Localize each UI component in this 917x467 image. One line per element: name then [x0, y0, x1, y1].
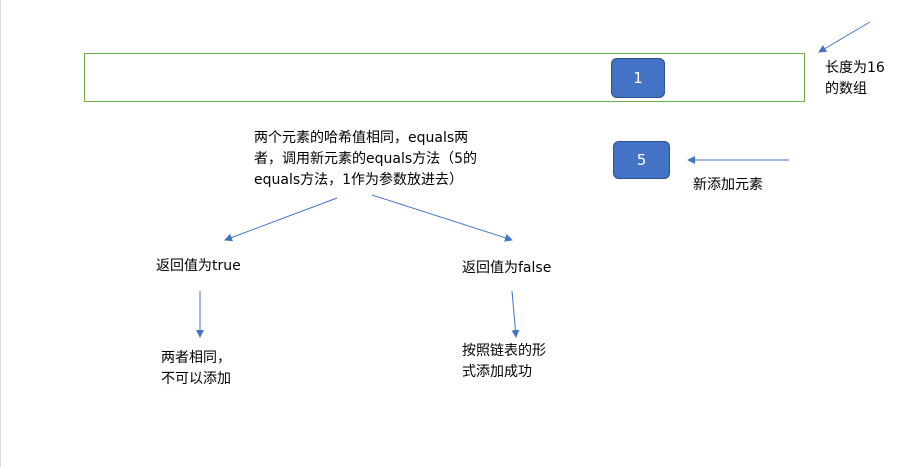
branch-true-label: 返回值为true — [156, 258, 241, 274]
array-label-line2: 的数组 — [825, 81, 867, 97]
hash-note-line1: 两个元素的哈希值相同，equals两 — [254, 130, 469, 146]
branch-false-result: 按照链表的形 式添加成功 — [462, 341, 582, 383]
array-box — [84, 53, 805, 102]
array-label-line1: 长度为16 — [825, 60, 885, 76]
hash-note-line2: 者，调用新元素的equals方法（5的 — [254, 151, 478, 167]
false-result-line2: 式添加成功 — [462, 364, 532, 380]
branch-false-label: 返回值为false — [462, 260, 552, 276]
hash-note-line3: equals方法，1作为参数放进去） — [254, 172, 464, 188]
new-element-label: 新添加元素 — [693, 177, 763, 193]
false-result-line1: 按照链表的形 — [462, 343, 546, 359]
arrow-to-array — [818, 21, 871, 53]
arrow-to-true-branch — [224, 197, 338, 242]
new-element-value: 5 — [636, 151, 647, 169]
arrow-false-to-result — [511, 290, 520, 338]
true-result-line2: 不可以添加 — [161, 371, 231, 387]
true-result-line1: 两者相同， — [161, 350, 231, 366]
array-element-value: 1 — [633, 69, 643, 87]
hash-collision-note: 两个元素的哈希值相同，equals两 者，调用新元素的equals方法（5的 e… — [254, 128, 524, 191]
new-element-node: 5 — [613, 141, 670, 179]
array-label: 长度为16 的数组 — [825, 58, 905, 100]
arrow-to-false-branch — [371, 194, 513, 242]
left-edge-line — [0, 0, 1, 467]
branch-true-result: 两者相同， 不可以添加 — [161, 348, 271, 390]
array-element-node: 1 — [611, 58, 665, 98]
